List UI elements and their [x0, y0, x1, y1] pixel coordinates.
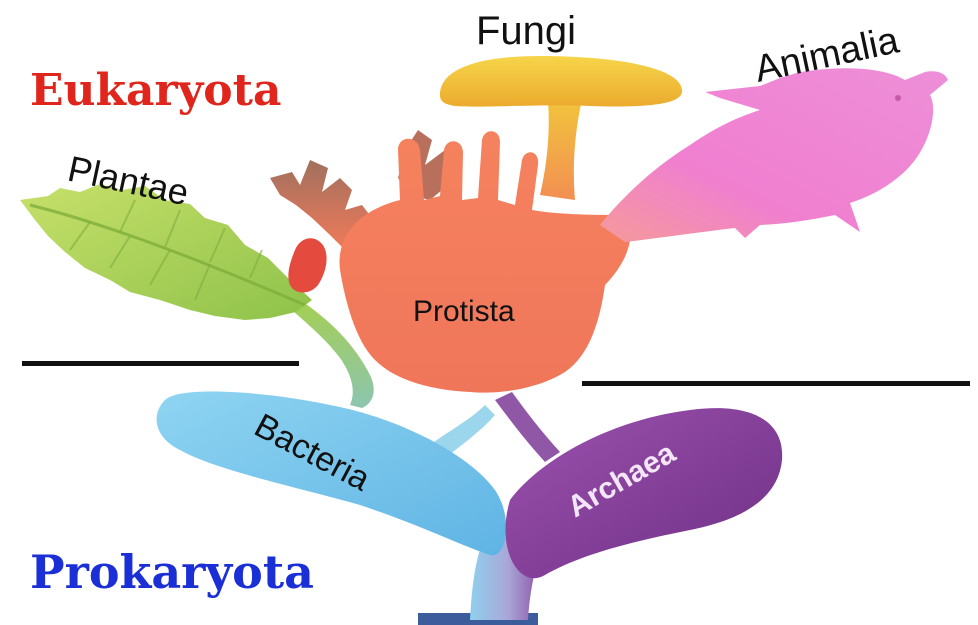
prokaryota-label: Prokaryota: [30, 545, 314, 599]
divider-left: [22, 361, 299, 366]
fungi-stalk: [540, 100, 582, 200]
protista-body: [339, 131, 630, 392]
red-algae: [288, 238, 326, 292]
animalia-fish-eye: [895, 95, 901, 101]
archaea-protista-link: [495, 392, 560, 462]
fungi-label: Fungi: [476, 9, 576, 53]
eukaryota-label: Eukaryota: [30, 65, 281, 116]
protista-label: Protista: [413, 295, 515, 328]
fungi-cap: [440, 56, 682, 107]
archaea-lobe: [505, 408, 782, 578]
divider-right: [582, 381, 970, 386]
